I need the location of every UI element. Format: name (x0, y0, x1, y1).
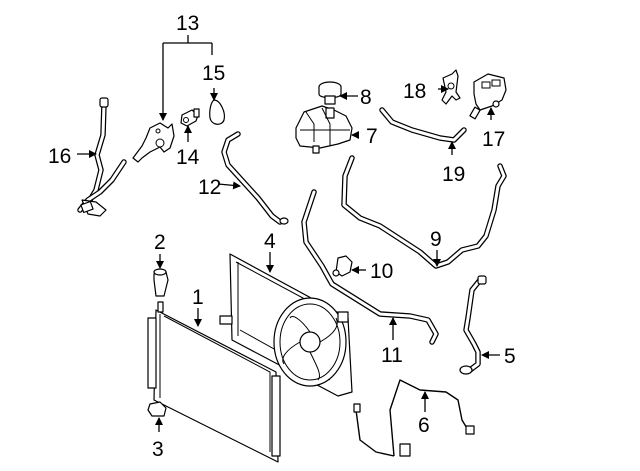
callout-17[interactable]: 17 (482, 128, 505, 151)
part-7-reservoir[interactable] (295, 105, 353, 154)
callout-15[interactable]: 15 (202, 62, 225, 85)
callout-18[interactable]: 18 (403, 80, 426, 103)
callout-2[interactable]: 2 (154, 231, 166, 254)
callout-16[interactable]: 16 (48, 145, 71, 168)
part-10-clamp[interactable] (332, 255, 353, 277)
part-4-fan-shroud[interactable] (219, 253, 353, 397)
callout-10[interactable]: 10 (370, 260, 393, 283)
part-14-sensor[interactable] (180, 108, 200, 127)
part-3-insulator[interactable] (147, 401, 167, 417)
callout-11[interactable]: 11 (381, 344, 403, 367)
part-13-thermostat-housing[interactable] (132, 122, 175, 163)
callout-4[interactable]: 4 (264, 230, 276, 253)
callout-1[interactable]: 1 (192, 286, 204, 309)
part-16-heater-hose[interactable] (77, 97, 127, 217)
part-1-radiator[interactable] (147, 301, 281, 463)
callout-6[interactable]: 6 (418, 414, 430, 437)
part-9-overflow-hose[interactable] (341, 155, 507, 269)
part-19-hose[interactable] (379, 107, 467, 143)
part-17-water-outlet[interactable] (469, 73, 507, 120)
callout-8[interactable]: 8 (360, 86, 372, 109)
part-18-gasket[interactable] (441, 69, 461, 105)
leader-lines (77, 35, 500, 432)
callout-14[interactable]: 14 (176, 146, 200, 169)
callout-3[interactable]: 3 (152, 438, 164, 461)
callout-9[interactable]: 9 (430, 228, 442, 251)
part-5-lower-hose[interactable] (459, 275, 487, 375)
callout-7[interactable]: 7 (366, 125, 378, 148)
part-6-wiring-harness[interactable] (353, 379, 475, 457)
callout-13[interactable]: 13 (176, 12, 199, 35)
callout-12[interactable]: 12 (198, 176, 221, 199)
part-15-gasket[interactable] (209, 99, 225, 125)
callout-5[interactable]: 5 (504, 345, 516, 368)
part-2-insulator[interactable] (153, 268, 169, 297)
part-8-reservoir-cap[interactable] (318, 81, 342, 105)
callout-19[interactable]: 19 (442, 163, 465, 186)
part-11-bypass-hose[interactable] (301, 189, 439, 345)
part-12-upper-hose[interactable] (221, 131, 289, 225)
